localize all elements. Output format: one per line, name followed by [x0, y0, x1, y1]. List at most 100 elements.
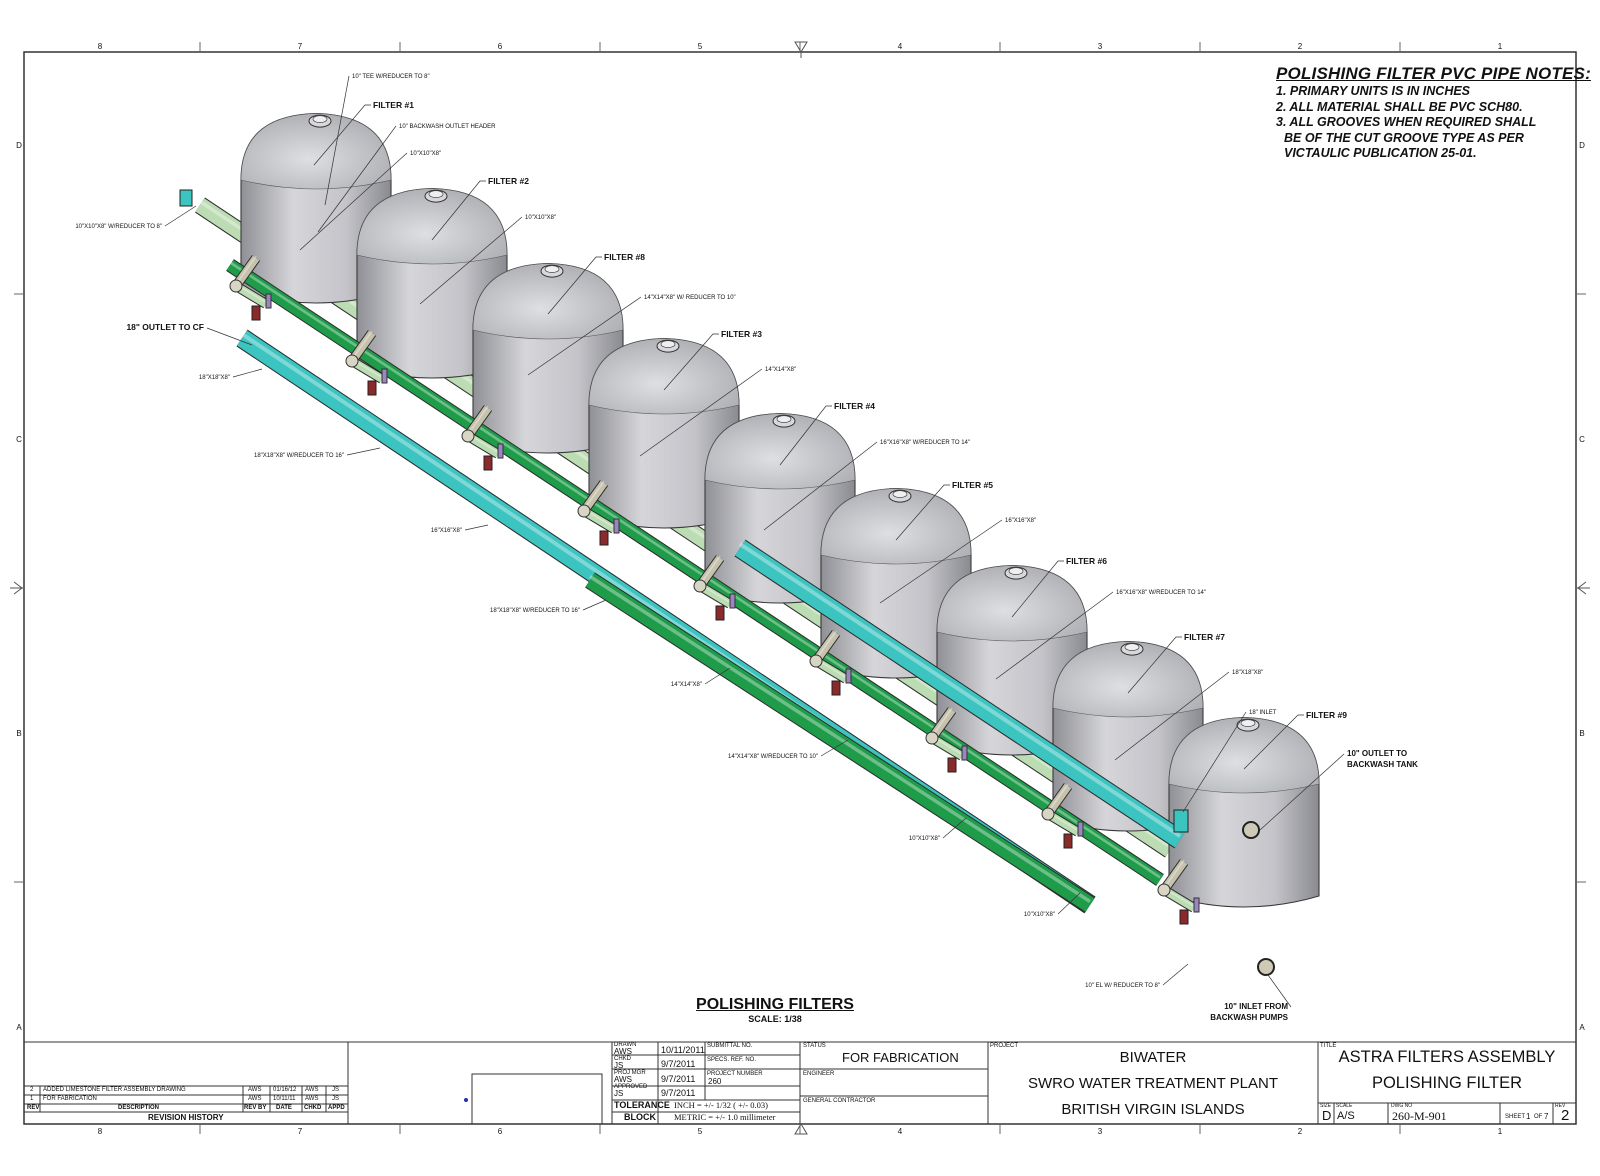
- callout-label: 10" TEE W/REDUCER TO 8": [352, 74, 430, 80]
- inlet-riser: [1173, 809, 1189, 833]
- callout-label: BACKWASH PUMPS: [1210, 1013, 1288, 1022]
- leader-line: [995, 591, 1114, 680]
- sheet-label: SHEET: [1505, 1114, 1526, 1120]
- callout-label: 10"X10"X8": [410, 151, 441, 157]
- rev-cell: AWS: [248, 1096, 262, 1102]
- tank-dome: [356, 188, 508, 265]
- zone-row-label: D: [16, 141, 22, 150]
- callout-label: 10" OUTLET TO: [1347, 749, 1407, 758]
- rev-cell: JS: [332, 1087, 340, 1093]
- zone-column-label: 2: [1298, 1127, 1303, 1136]
- filter-label: FILTER #1: [373, 100, 414, 110]
- chkd-by: JS: [614, 1061, 624, 1070]
- rev-cell: AWS: [305, 1087, 319, 1093]
- filter-tank: [240, 112, 392, 304]
- branch-pipe-highlight: [931, 707, 953, 737]
- chkd-label: CHKD: [614, 1056, 632, 1062]
- callout-label: 14"X14"X8": [765, 367, 796, 373]
- rev-value: 2: [1561, 1107, 1570, 1124]
- tank-dome: [820, 488, 972, 565]
- rev-cell: AWS: [305, 1096, 319, 1102]
- valve: [1063, 833, 1073, 849]
- callout-leaders: [164, 75, 1345, 1008]
- callout-label: 18" OUTLET TO CF: [126, 322, 204, 332]
- project-line1: BIWATER: [1119, 1049, 1187, 1066]
- zone-column-label: 5: [698, 42, 703, 51]
- zone-row-label: C: [1579, 435, 1585, 444]
- header-cyan-upper: [735, 540, 1185, 848]
- zone-row-label: C: [16, 435, 22, 444]
- zone-column-label: 7: [298, 42, 303, 51]
- drawn-date: 10/11/2011: [661, 1045, 705, 1055]
- rev-header: DATE: [276, 1105, 292, 1111]
- leader-line: [942, 817, 967, 839]
- callout-label: 18"X18"X8" W/REDUCER TO 16": [254, 453, 344, 459]
- callout-label: 10" INLET FROM: [1224, 1002, 1288, 1011]
- outlet-header-green: [585, 573, 1095, 912]
- filter-label: FILTER #7: [1184, 632, 1225, 642]
- leader-line: [464, 524, 489, 531]
- tank-dome: [240, 113, 392, 190]
- valve-actuator: [1193, 897, 1200, 913]
- valve: [483, 455, 493, 471]
- tank-manway-cap: [1124, 643, 1140, 651]
- tank-dome: [704, 413, 856, 490]
- zone-column-label: 6: [498, 1127, 503, 1136]
- note-line: BE OF THE CUT GROOVE TYPE AS PER: [1284, 130, 1524, 145]
- branch-pipe-highlight: [699, 555, 721, 585]
- zone-column-label: 4: [898, 1127, 903, 1136]
- leader-line: [299, 152, 408, 251]
- branch-pipe-highlight: [351, 330, 373, 360]
- valve: [367, 380, 377, 396]
- note-line: VICTAULIC PUBLICATION 25-01.: [1284, 146, 1477, 160]
- callout-label: 16"X16"X8": [1005, 518, 1036, 524]
- branch-pipe-highlight: [1163, 859, 1185, 889]
- filter-label: FILTER #9: [1306, 710, 1347, 720]
- leader-line: [313, 104, 371, 166]
- valve-actuator: [1077, 821, 1084, 837]
- rev-cell: JS: [332, 1096, 340, 1102]
- branch-pipe-highlight: [815, 630, 837, 660]
- branch-pipe-highlight: [1047, 783, 1069, 813]
- zone-row-label: D: [1579, 141, 1585, 150]
- valve-actuator: [497, 443, 504, 459]
- tank-dome: [588, 338, 740, 415]
- rev-cell: AWS: [248, 1087, 262, 1093]
- pipe-elbow: [809, 654, 823, 668]
- pipe-elbow: [345, 354, 359, 368]
- sheet-number: 1: [1526, 1112, 1531, 1121]
- title-label: TITLE: [1320, 1043, 1337, 1049]
- leader-line: [1182, 711, 1247, 813]
- tolerance-label: TOLERANCE: [614, 1100, 670, 1110]
- mgr-label: PROJ MGR: [614, 1070, 646, 1076]
- rev-cell: 10/11/11: [273, 1096, 296, 1102]
- callout-label: 18"X18"X8" W/REDUCER TO 16": [490, 608, 580, 614]
- valve: [1179, 909, 1189, 925]
- branch-pipe-highlight: [583, 480, 605, 510]
- header-cyan-upper-highlight: [738, 542, 1182, 838]
- project-line3: BRITISH VIRGIN ISLANDS: [1061, 1101, 1245, 1118]
- note-line: 1. PRIMARY UNITS IS IN INCHES: [1276, 84, 1471, 98]
- pipe-elbow: [925, 731, 939, 745]
- filter-tank: [1168, 716, 1320, 908]
- tank-manway-cap: [312, 115, 328, 123]
- leader-line: [1259, 753, 1345, 831]
- pipe-elbow: [577, 504, 591, 518]
- tank-dome: [936, 565, 1088, 642]
- zone-column-label: 7: [298, 1127, 303, 1136]
- rev-cell: 1: [30, 1096, 34, 1102]
- appd-date: 9/7/2011: [661, 1088, 696, 1098]
- callout-label: 18"X18"X8": [1232, 670, 1263, 676]
- tank-manway-cap: [1240, 719, 1256, 727]
- valve-actuator: [265, 293, 272, 309]
- valve: [599, 530, 609, 546]
- filter-label: FILTER #6: [1066, 556, 1107, 566]
- valve: [715, 605, 725, 621]
- leader-line: [431, 180, 486, 241]
- pipe-elbow: [461, 429, 475, 443]
- leader-line: [763, 441, 878, 531]
- zone-row-label: B: [1579, 729, 1584, 738]
- inlet-flange: [1257, 958, 1275, 976]
- tolerance-inch: INCH = +/- 1/32 ( +/- 0.03): [674, 1100, 768, 1110]
